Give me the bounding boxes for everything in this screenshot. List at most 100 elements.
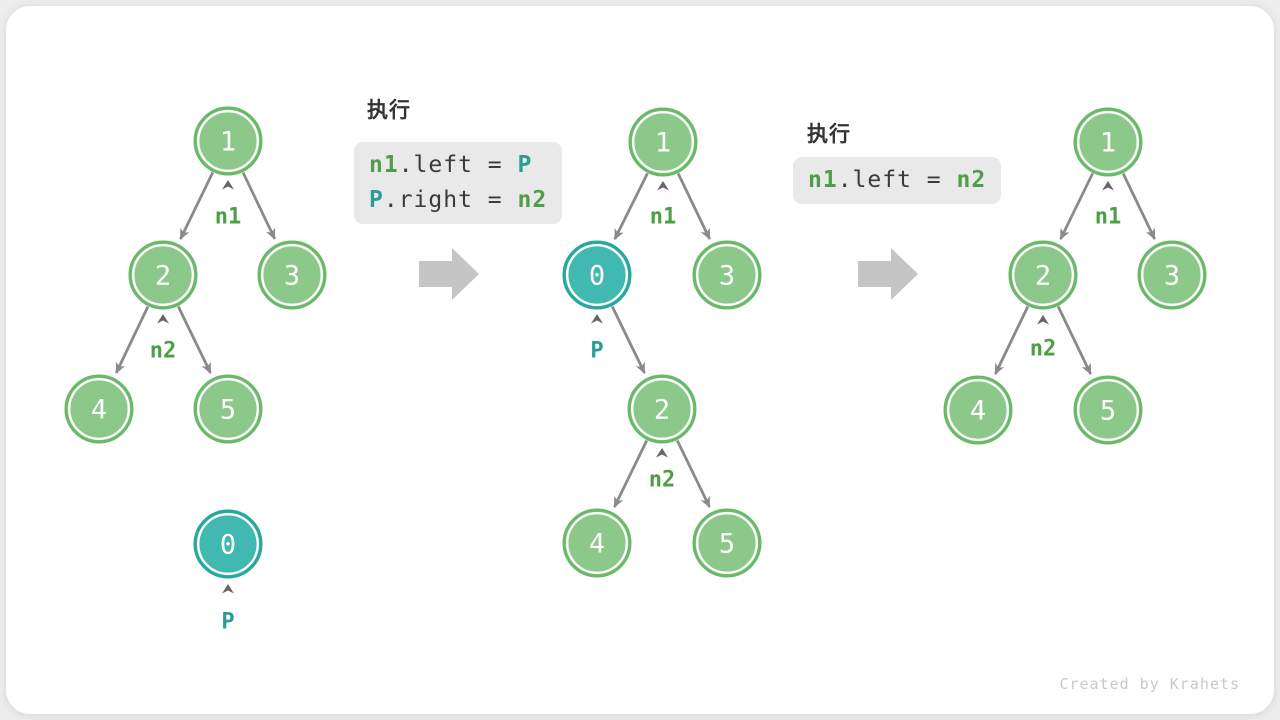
node-inner-ring [261,243,324,306]
tree-node-5: 5 [692,508,762,578]
tree-node-1: 1 [628,107,698,177]
node-inner-ring [566,243,629,306]
tree-edge [241,171,277,240]
tree-edge [177,305,212,374]
tree-before: 1 2 3 4 5 0 n1 n2P [64,106,327,635]
node-value: 1 [220,126,236,157]
code-token: n2 [517,187,548,213]
code-line: n1.left = n2 [808,163,986,198]
tree-node-3: 3 [1137,240,1207,310]
node-value: 0 [220,529,236,560]
node-circle [1073,107,1143,177]
pointer-caret-icon [656,448,668,458]
node-inner-ring [196,109,259,172]
tree-node-0: 0 [562,240,632,310]
node-inner-ring [1076,379,1139,442]
tree-edge [613,172,649,241]
flow-arrow-icon [858,248,918,300]
tree-edge [114,305,150,374]
pointer-label-n1: n1 [1095,205,1122,230]
pointer-label-n2: n2 [150,339,177,364]
pointer-caret-icon [157,314,169,324]
tree-node-1: 1 [1073,107,1143,177]
pointer-caret-icon [591,314,603,324]
pointer-label-P: P [590,339,603,364]
node-inner-ring [696,243,759,306]
pointer-label-n2: n2 [649,468,676,493]
node-circle [562,508,632,578]
tree-node-4: 4 [943,375,1013,445]
tree-node-4: 4 [64,374,134,444]
node-inner-ring [631,378,694,441]
node-value: 2 [155,260,171,291]
pointer-label-n1: n1 [215,205,242,230]
node-circle [627,374,697,444]
node-circle [1073,375,1143,445]
node-value: 3 [1164,260,1180,291]
node-value: 4 [589,528,605,559]
node-inner-ring [196,513,259,576]
node-value: 0 [589,260,605,291]
tree-edge [994,305,1030,375]
tree-node-3: 3 [692,240,762,310]
code-token: P [517,152,533,178]
code-block-remove: n1.left = n2 [793,157,1002,204]
execute-heading-2: 执行 [807,122,851,146]
pointer-label-n2: n2 [1030,337,1057,362]
code-line: P.right = n2 [369,183,547,218]
node-circle [1008,240,1078,310]
tree-node-1: 1 [193,106,263,176]
node-inner-ring [196,378,259,441]
watermark: Created by Krahets [1059,675,1240,693]
tree-edge [1056,305,1092,375]
node-inner-ring [131,243,194,306]
node-value: 4 [91,394,107,425]
node-inner-ring [566,512,629,575]
pointer-caret-icon [222,180,234,190]
tree-edge [613,439,648,508]
tree-edge [676,172,711,240]
code-token: .left = [398,152,518,178]
node-inner-ring [67,378,130,441]
node-value: 2 [1035,260,1051,291]
tree-node-5: 5 [1073,375,1143,445]
node-value: 5 [1100,395,1116,426]
code-token: .left = [837,167,957,193]
pointer-label-n1: n1 [650,205,677,230]
tree-edge [611,305,646,374]
node-circle [1137,240,1207,310]
node-circle [692,240,762,310]
tree-node-0: 0 [193,509,263,579]
tree-node-2: 2 [627,374,697,444]
node-inner-ring [947,379,1010,442]
node-inner-ring [696,512,759,575]
pointer-caret-icon [1102,181,1114,191]
node-inner-ring [632,110,695,173]
node-circle [193,106,263,176]
code-line: n1.left = P [369,148,547,183]
tree-edge [179,171,214,240]
node-value: 4 [970,395,986,426]
code-token: n2 [956,167,987,193]
node-value: 3 [284,260,300,291]
node-circle [943,375,1013,445]
node-circle [193,509,263,579]
node-value: 2 [654,394,670,425]
tree-after: 1 2 3 4 5 n1 n2 [943,107,1207,445]
pointer-label-P: P [221,610,234,635]
node-value: 5 [719,528,735,559]
node-circle [562,240,632,310]
node-value: 1 [1100,127,1116,158]
tree-edge [676,439,711,508]
node-value: 1 [655,127,671,158]
code-token: n1 [808,167,838,193]
tree-edge [1059,172,1094,240]
tree-node-2: 2 [1008,240,1078,310]
node-value: 5 [220,394,236,425]
tree-node-2: 2 [128,240,198,310]
tree-node-4: 4 [562,508,632,578]
tree-node-3: 3 [257,240,327,310]
